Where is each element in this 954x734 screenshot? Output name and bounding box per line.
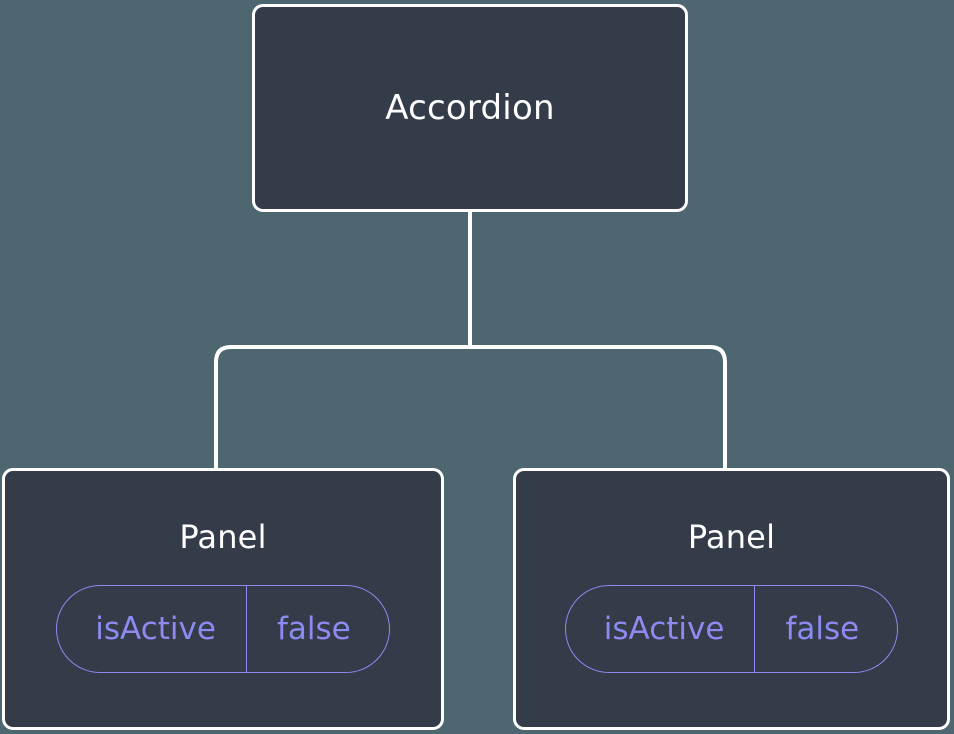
node-panel-1-prop-badge[interactable]: isActive false [564, 585, 899, 673]
node-panel-1-prop-key: isActive [603, 610, 725, 647]
connector-bus-to-panel-0 [214, 345, 470, 470]
node-panel-0-prop-value: false [245, 586, 389, 672]
node-panel-1-title: Panel [687, 518, 776, 556]
node-accordion-title: Accordion [385, 88, 555, 128]
connector-bus-to-panel-1 [470, 345, 727, 470]
node-panel-0-title: Panel [179, 518, 267, 556]
node-accordion[interactable]: Accordion [252, 4, 688, 212]
node-panel-0-prop-key: isActive [95, 610, 216, 647]
node-panel-0-prop-badge[interactable]: isActive false [56, 585, 390, 673]
node-panel-1[interactable]: Panel isActive false [513, 468, 950, 730]
node-panel-1-prop-value: false [754, 586, 897, 672]
node-panel-0[interactable]: Panel isActive false [2, 468, 444, 730]
